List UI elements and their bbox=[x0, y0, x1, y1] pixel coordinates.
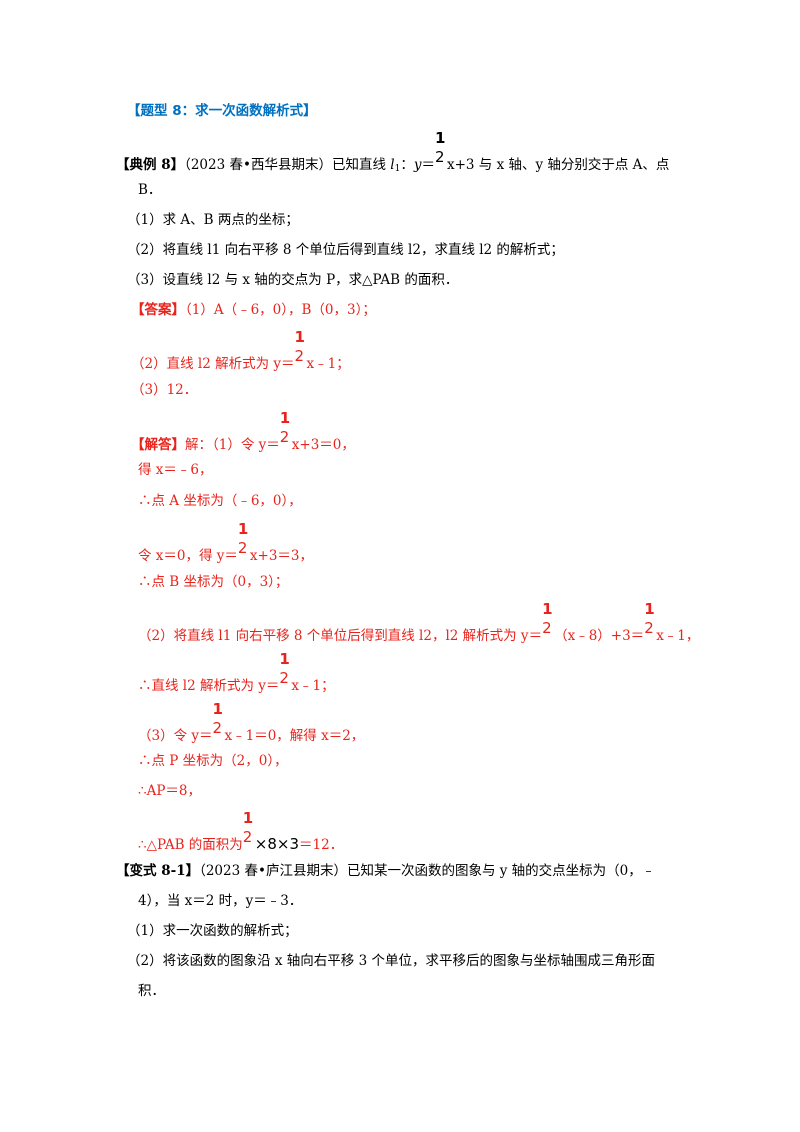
example-line-2: B． bbox=[138, 182, 162, 198]
solution-line-2: 得 x＝﹣6， bbox=[138, 462, 213, 478]
variant-question-2-cont: 积． bbox=[138, 983, 165, 999]
example-source: （2023 春•西华县期末）已知直线 bbox=[184, 157, 386, 173]
variant-label: 【变式 8-1】 bbox=[116, 863, 200, 879]
question-1: （1）求 A、B 两点的坐标； bbox=[127, 212, 299, 228]
answer-label: 【答案】 bbox=[131, 302, 185, 318]
solution-label: 【解答】 bbox=[131, 437, 185, 453]
solution-line-9: ∴点 P 坐标为（2，0）， bbox=[138, 753, 288, 769]
variant-question-1: （1）求一次函数的解析式； bbox=[127, 923, 298, 939]
solution-line-10: ∴AP＝8， bbox=[138, 783, 202, 799]
question-3: （3）设直线 l2 与 x 轴的交点为 P，求△PAB 的面积． bbox=[127, 272, 459, 288]
section-heading: 【题型 8：求一次函数解析式】 bbox=[127, 103, 317, 119]
answer-2-tail: x﹣1； bbox=[306, 356, 350, 372]
example-label: 【典例 8】 bbox=[116, 157, 185, 173]
answer-line-3: （3）12． bbox=[131, 382, 198, 398]
answer-line-1: 【答案】（1）A（﹣6，0），B（0，3）； bbox=[131, 301, 376, 319]
answer-1: （1）A（﹣6，0），B（0，3）； bbox=[185, 302, 376, 318]
answer-2: （2）直线 l2 解析式为 y＝ bbox=[131, 356, 295, 372]
example-line-1-tail: x+3 与 x 轴、y 轴分别交于点 A、点 bbox=[446, 157, 670, 173]
solution-line-6: （2）将直线 l1 向右平移 8 个单位后得到直线 l2，l2 解析式为 y＝1… bbox=[138, 600, 700, 644]
variant-line-1: 【变式 8-1】（2023 春•庐江县期末）已知某一次函数的图象与 y 轴的交点… bbox=[116, 863, 656, 879]
area-expression: ×8×3 bbox=[254, 835, 300, 853]
variant-question-2: （2）将该函数的图象沿 x 轴向右平移 3 个单位，求平移后的图象与坐标轴围成三… bbox=[127, 953, 655, 969]
question-2: （2）将直线 l1 向右平移 8 个单位后得到直线 l2，求直线 l2 的解析式… bbox=[127, 242, 564, 258]
solution-line-5: ∴点 B 坐标为（0，3）； bbox=[138, 574, 289, 590]
solution-line-3: ∴点 A 坐标为（﹣6，0）， bbox=[138, 493, 302, 509]
variant-line-2: 4），当 x＝2 时，y＝﹣3． bbox=[138, 893, 303, 909]
